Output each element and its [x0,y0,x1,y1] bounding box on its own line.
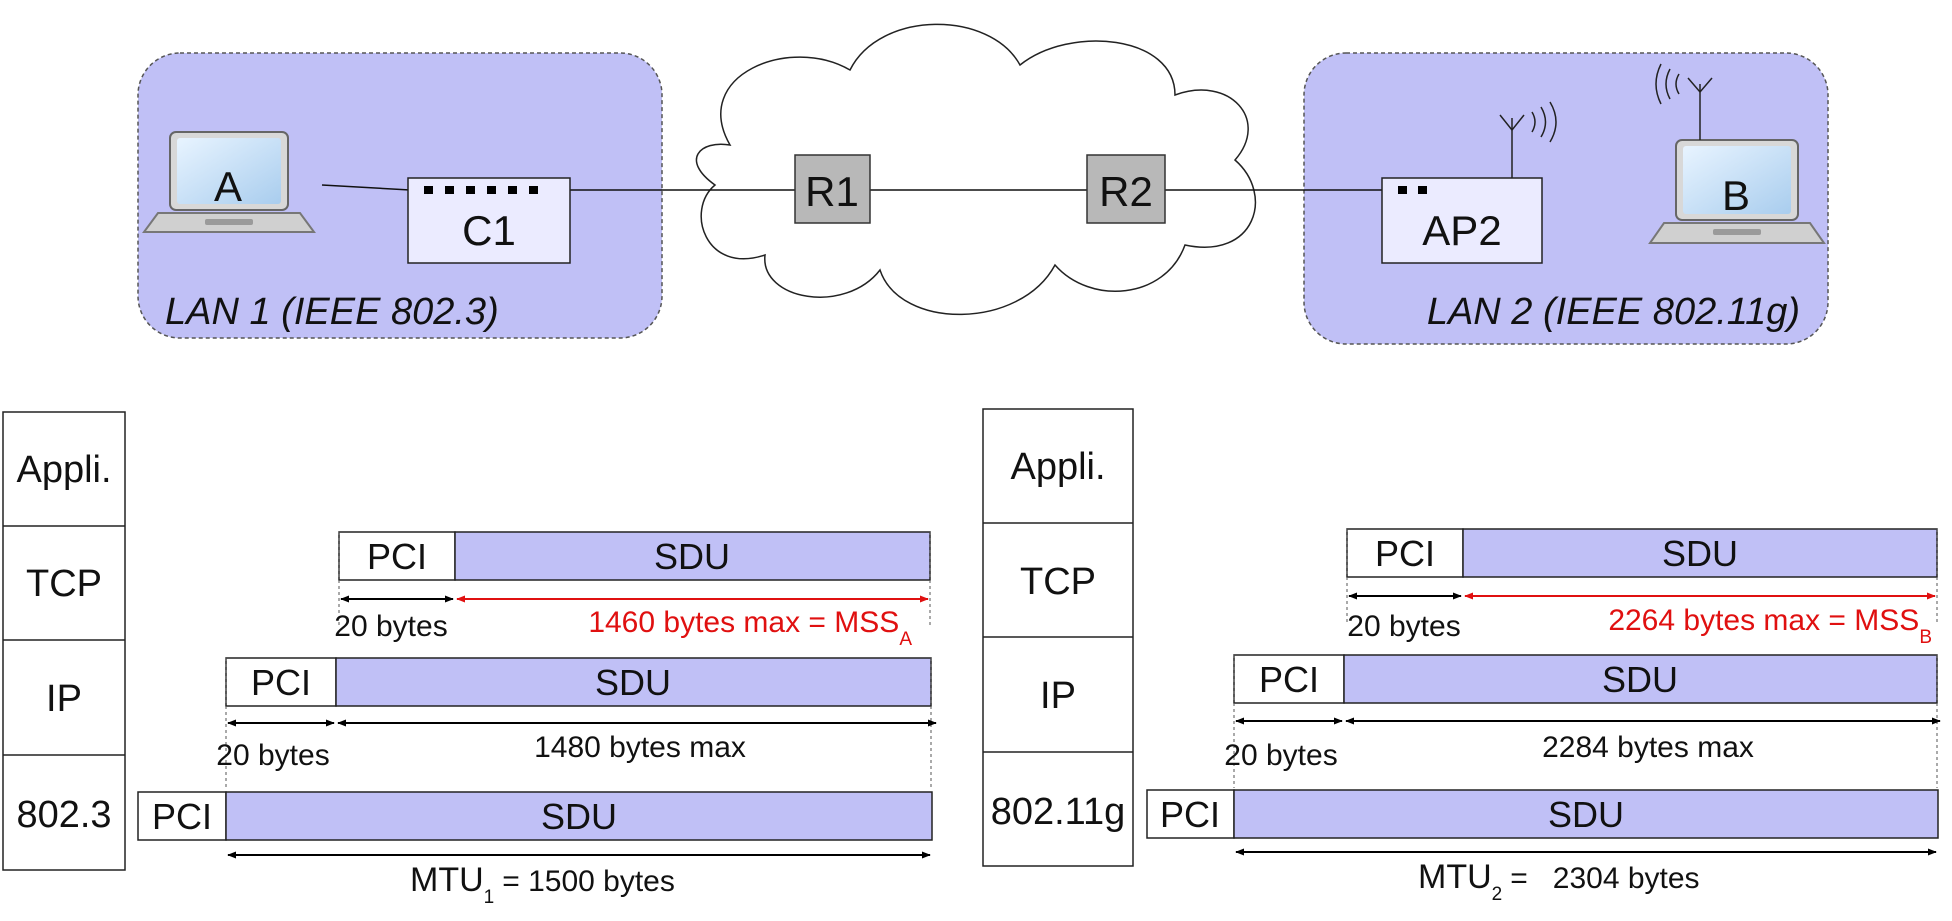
right-ip-pci: PCI [1259,659,1319,700]
left-mtu-prefix: MTU [410,861,484,899]
right-ip-datagram: PCI SDU 20 bytes 2284 bytes max [1224,654,1941,788]
switch-c1: C1 [407,177,571,264]
right-ip-sdu: SDU [1602,659,1678,700]
ap-ports-icon [1398,186,1427,194]
laptop-b-icon: B [1648,63,1826,244]
right-layer-ip: IP [1040,675,1076,717]
switch-ports-icon [424,186,538,194]
right-layer-link: 802.11g [991,791,1126,833]
left-tcp-pci: PCI [367,536,427,577]
left-layer-stack: Appli. TCP IP 802.3 [2,411,126,871]
right-layer-stack: Appli. TCP IP 802.11g [982,408,1134,867]
right-frame-sdu: SDU [1548,794,1624,835]
network-topology: LAN 1 (IEEE 802.3) LAN 2 (IEEE 802.11g) … [137,23,1829,345]
right-link-frame: PCI SDU MTU2 = 2304 bytes [1146,789,1939,905]
host-b-label: B [1722,172,1750,219]
left-ip-sdu: SDU [595,662,671,703]
internet-cloud [695,23,1257,316]
right-ip-payload-size: 2284 bytes max [1542,731,1754,764]
router-r2-label: R2 [1099,168,1153,215]
left-link-frame: PCI SDU MTU1 = 1500 bytes [137,791,933,908]
right-ip-header-size: 20 bytes [1224,739,1337,772]
left-tcp-segment: PCI SDU 20 bytes 1460 bytes max = MSSA [334,531,931,650]
router-r2: R2 [1086,154,1166,224]
router-r1-label: R1 [805,168,859,215]
right-mtu-value: = 2304 bytes [1510,862,1699,895]
left-mtu-value: = 1500 bytes [502,865,675,898]
right-mss-text: 2264 bytes max = MSS [1608,604,1919,637]
router-r1: R1 [794,154,871,224]
left-layer-link: 802.3 [16,794,111,836]
right-tcp-segment: PCI SDU 20 bytes 2264 bytes max = MSSB [1346,528,1938,648]
left-mtu-sub: 1 [484,887,495,908]
left-ip-payload-size: 1480 bytes max [534,731,746,764]
laptop-a-icon: A [142,131,316,233]
right-mtu-prefix: MTU [1418,858,1492,896]
laptop-b-antenna-icon [1655,63,1713,140]
right-mss-label: 2264 bytes max = MSSB [1608,604,1932,648]
right-frame-pci: PCI [1160,794,1220,835]
left-ip-pci: PCI [251,662,311,703]
right-tcp-sdu: SDU [1662,533,1738,574]
right-layer-tcp: TCP [1020,561,1096,603]
left-mss-sub: A [899,629,912,650]
right-mss-sub: B [1919,627,1932,648]
left-layer-ip: IP [46,678,82,720]
lan2-zone [1303,52,1829,345]
right-mtu-label: MTU2 = 2304 bytes [1418,858,1700,905]
link-a-c1 [321,184,411,191]
left-mss-label: 1460 bytes max = MSSA [588,606,912,650]
left-tcp-sdu: SDU [654,536,730,577]
switch-c1-label: C1 [462,207,516,254]
left-frame-pci: PCI [152,796,212,837]
lan2-label: LAN 2 (IEEE 802.11g) [1427,291,1800,333]
host-a-label: A [214,163,242,210]
left-ip-datagram: PCI SDU 20 bytes 1480 bytes max [216,657,937,790]
left-mtu-label: MTU1 = 1500 bytes [410,861,675,908]
right-mtu-sub: 2 [1492,884,1503,905]
left-layer-appli: Appli. [16,449,111,491]
right-tcp-header-size: 20 bytes [1347,610,1460,643]
left-encapsulation: Appli. TCP IP 802.3 PCI SDU 20 bytes 146… [2,411,937,908]
access-point-ap2: AP2 [1381,101,1557,264]
left-tcp-header-size: 20 bytes [334,610,447,643]
right-tcp-pci: PCI [1375,533,1435,574]
left-frame-sdu: SDU [541,796,617,837]
lan1-zone [137,52,663,339]
right-layer-appli: Appli. [1010,446,1105,488]
left-layer-tcp: TCP [26,563,102,605]
left-mss-text: 1460 bytes max = MSS [588,606,899,639]
right-encapsulation: Appli. TCP IP 802.11g PCI SDU 20 bytes 2… [982,408,1941,905]
lan1-label: LAN 1 (IEEE 802.3) [165,291,499,333]
ap2-label: AP2 [1422,207,1501,254]
antenna-icon [1499,101,1557,178]
left-ip-header-size: 20 bytes [216,739,329,772]
